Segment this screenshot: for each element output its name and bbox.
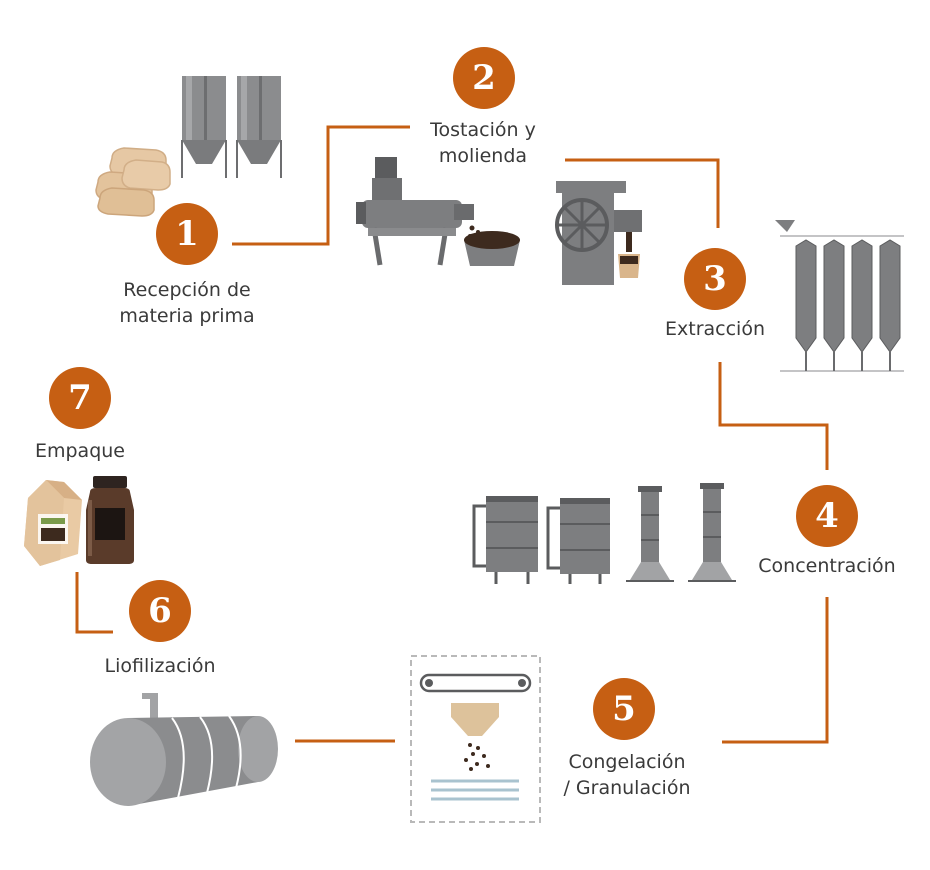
step-2-label-line-2: molienda [438, 145, 528, 167]
freeze-dryer-drum-icon [90, 693, 278, 806]
step-6-label: Liofilización [90, 653, 230, 679]
column-icon [688, 483, 736, 582]
step-2-badge: 2 [453, 47, 515, 109]
step-3-label-line-1: Extracción [665, 318, 765, 340]
ice-lines-icon [431, 779, 519, 801]
silos-and-sacks-icon [95, 76, 282, 217]
step-1-badge: 1 [156, 203, 218, 265]
conveyor-belt-icon [419, 673, 532, 693]
extraction-columns-icon [775, 220, 904, 372]
connector-2-3 [565, 158, 720, 228]
roaster-and-grinder-icon [356, 157, 642, 285]
connector-lines [75, 125, 829, 744]
connector-1-2 [232, 125, 410, 246]
tank-icon [472, 496, 538, 584]
connector-3-4 [718, 362, 829, 470]
step-1-label-line-2: materia prima [119, 305, 255, 327]
connector-6-7 [75, 572, 113, 634]
step-5-label: Congelación / Granulación [548, 749, 706, 801]
step-4-label-line-1: Concentración [758, 555, 896, 577]
freeze-granulation-icon [410, 655, 541, 823]
step-5-label-line-1: Congelación [568, 751, 686, 773]
step-5-badge: 5 [593, 678, 655, 740]
step-2-label-line-1: Tostación y [430, 119, 536, 141]
step-1-label-line-1: Recepción de [123, 279, 251, 301]
coffee-bag-and-jar-icon [24, 476, 134, 566]
column-icon [795, 239, 901, 353]
concentration-tanks-icon [472, 483, 736, 584]
step-1-label: Recepción de materia prima [106, 277, 268, 329]
step-6-badge: 6 [129, 580, 191, 642]
step-4-label: Concentración [742, 553, 912, 579]
sack-icon [95, 147, 171, 217]
connector-4-5 [722, 597, 829, 744]
step-3-label: Extracción [650, 316, 780, 342]
coffee-jar-icon [86, 476, 134, 564]
step-6-label-line-1: Liofilización [104, 655, 216, 677]
silo-icon [181, 76, 227, 178]
step-7-badge: 7 [49, 367, 111, 429]
roaster-icon [356, 157, 474, 266]
tank-icon [546, 498, 610, 584]
coffee-bag-icon [24, 480, 82, 566]
column-icon [626, 486, 674, 582]
step-4-badge: 4 [796, 485, 858, 547]
granules-icon [464, 743, 490, 771]
grinder-icon [555, 181, 642, 285]
silo-icon [236, 76, 282, 178]
hopper-icon [451, 703, 499, 736]
step-5-label-line-2: / Granulación [563, 777, 691, 799]
step-2-label: Tostación y molienda [410, 117, 556, 169]
coffee-bowl-icon [464, 225, 520, 266]
step-7-label: Empaque [20, 438, 140, 464]
step-7-label-line-1: Empaque [34, 440, 125, 462]
step-3-badge: 3 [684, 248, 746, 310]
